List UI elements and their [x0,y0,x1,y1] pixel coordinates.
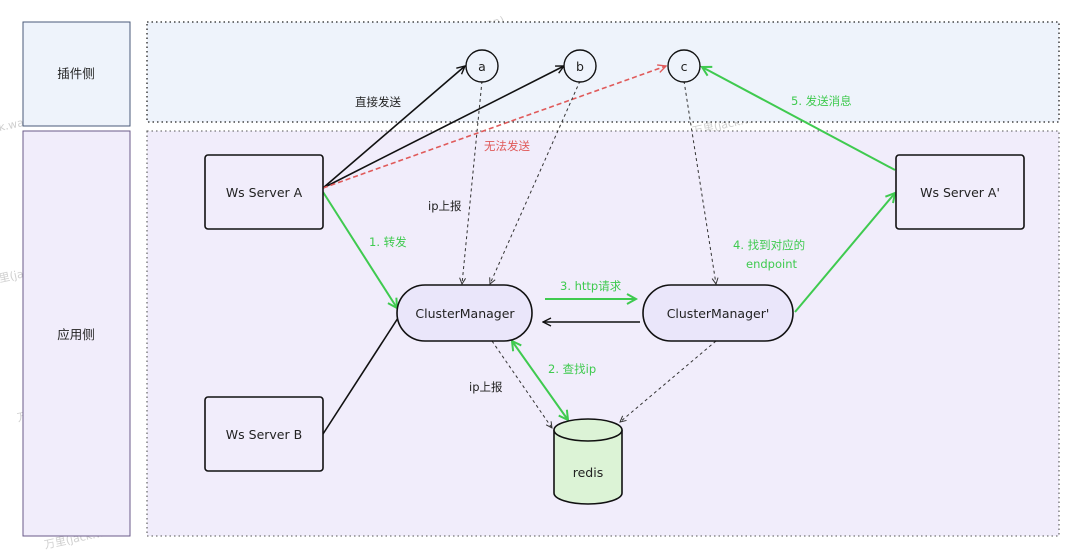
edge-ws-a-to-c-blocked [322,66,666,189]
label-http-request: 3. http请求 [560,279,622,293]
node-cluster-manager-label: ClusterManager [415,306,515,321]
label-forward: 1. 转发 [369,235,407,249]
node-redis-label: redis [573,465,603,480]
node-c [667,49,701,83]
plugin-lane-label: 插件侧 [57,66,95,81]
app-lane-label-box [22,130,131,537]
edge-send-message [702,67,896,171]
node-ws-server-a-label: Ws Server A [226,185,303,200]
edge-find-endpoint [794,193,895,313]
node-ws-server-a-prime [895,154,1025,230]
node-b-label: b [576,59,584,74]
edge-ws-b-to-cm [322,317,399,435]
label-send-message: 5. 发送消息 [791,94,852,108]
edge-forward [322,191,397,308]
edge-cm2-redis [620,340,717,422]
node-ws-server-b-label: Ws Server B [226,427,302,442]
node-ws-server-a [204,154,324,230]
label-find-endpoint-line1: 4. 找到对应的 [733,238,805,252]
label-find-endpoint-line2: endpoint [746,257,797,271]
node-cluster-manager-prime-label: ClusterManager' [667,306,770,321]
node-cluster-manager [396,284,533,342]
label-cannot-send: 无法发送 [484,139,530,153]
app-lane-label: 应用侧 [57,327,95,342]
node-redis [553,418,623,505]
node-cluster-manager-prime [642,284,794,342]
label-direct-send: 直接发送 [355,95,401,109]
edge-ws-a-to-a [322,66,465,189]
edge-find-ip [512,341,568,420]
label-find-ip: 2. 查找ip [548,362,596,376]
node-a [465,49,499,83]
edge-a-ip-report [462,80,483,284]
node-ws-server-a-prime-label: Ws Server A' [920,185,1000,200]
node-ws-server-b [204,396,324,472]
edge-ws-a-to-b [322,65,564,189]
label-ip-report-bottom: ip上报 [469,380,503,394]
node-c-label: c [681,59,688,74]
label-ip-report-top: ip上报 [428,199,462,213]
plugin-lane-label-box [22,21,131,127]
edge-b-ip-report [490,80,581,284]
edge-c-ip-report [683,80,716,284]
node-a-label: a [478,59,486,74]
node-b [563,49,597,83]
plugin-lane-region [146,21,1060,123]
